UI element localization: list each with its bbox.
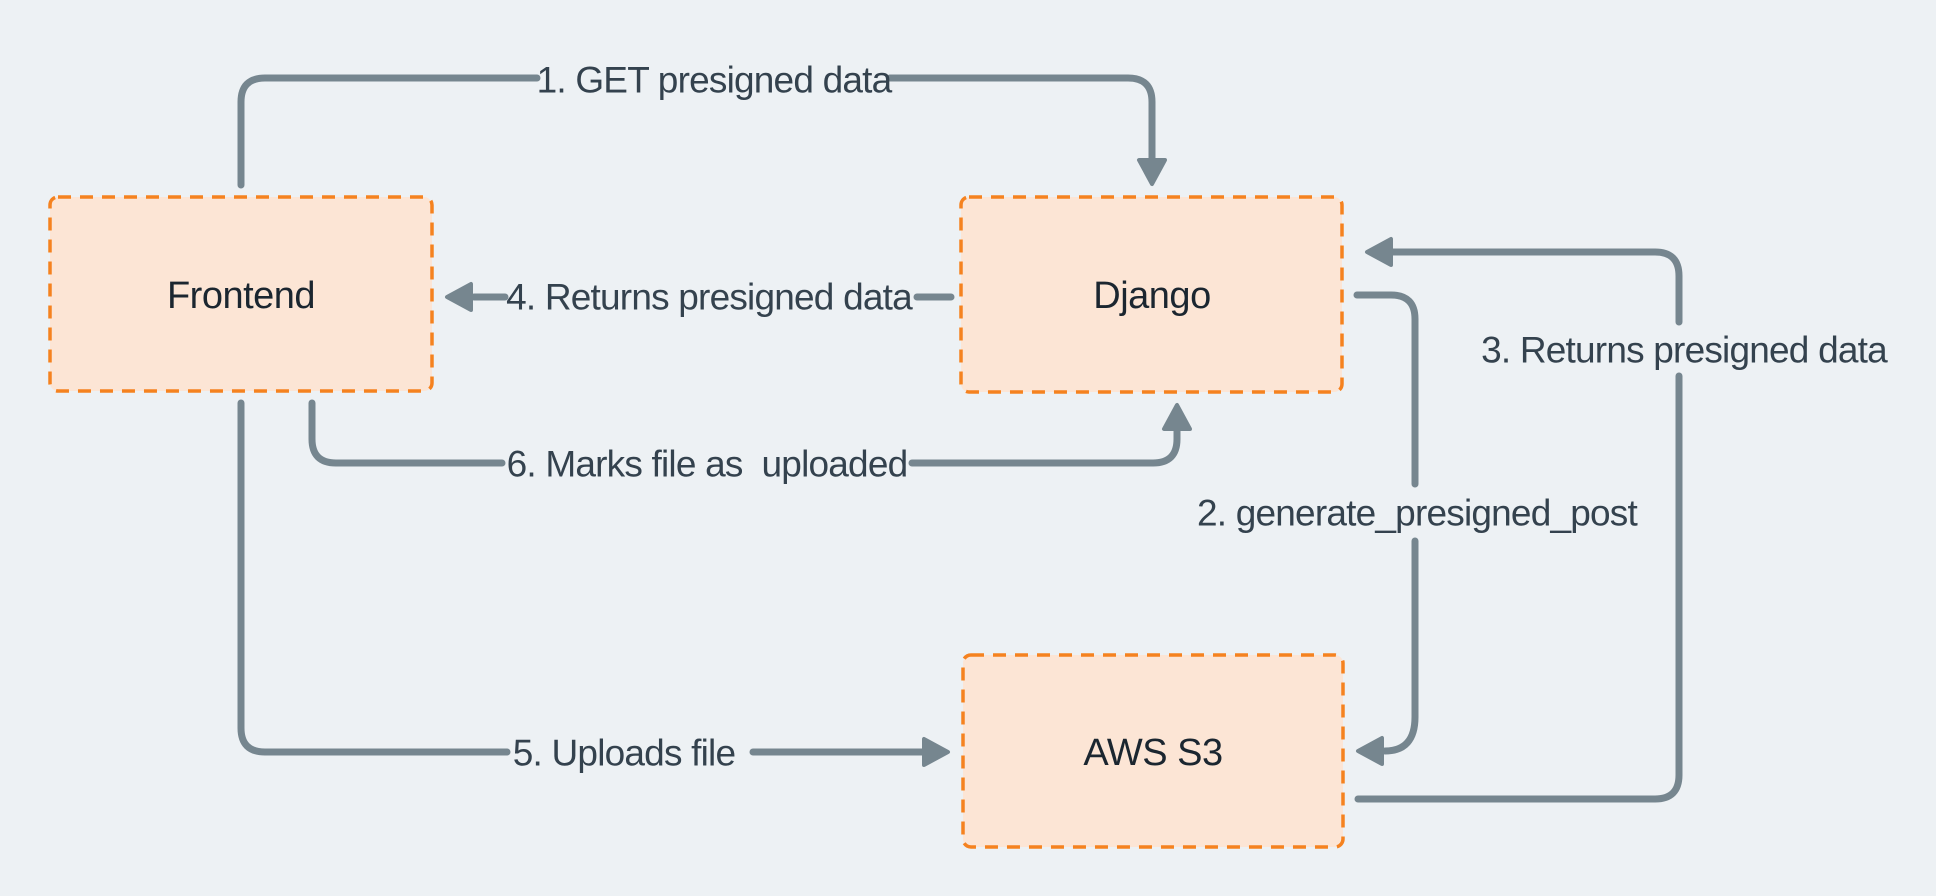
edge-1-arrowhead-down-icon <box>1137 158 1167 186</box>
node-frontend-box <box>48 195 434 393</box>
edge-3-label: 3. Returns presigned data <box>1481 330 1888 371</box>
edge-2-line-start <box>1353 291 1419 488</box>
edge-6-arrowhead-up-icon <box>1162 403 1192 431</box>
edge-3-line-start <box>1354 372 1683 803</box>
edge-6-marks-file-uploaded: 6. Marks file as uploaded <box>308 399 1192 485</box>
node-frontend-label: Frontend <box>167 275 315 317</box>
node-frontend: Frontend <box>48 195 434 393</box>
edge-1-line-start <box>237 74 541 189</box>
edge-4-returns-presigned-data: 4. Returns presigned data <box>445 277 955 318</box>
edge-4-arrowhead-left-icon <box>445 282 473 312</box>
node-aws-s3-label: AWS S3 <box>1083 732 1222 774</box>
edge-1-line-end <box>886 74 1156 162</box>
edge-2-generate-presigned-post: 2. generate_presigned_post <box>1197 291 1639 766</box>
edge-2-label: 2. generate_presigned_post <box>1197 493 1639 534</box>
edge-6-line-start <box>308 399 506 467</box>
node-aws-s3-box <box>961 653 1345 849</box>
node-django-label: Django <box>1093 275 1210 317</box>
node-django: Django <box>959 195 1344 394</box>
node-aws-s3: AWS S3 <box>961 653 1345 849</box>
edge-3-returns-presigned-data: 3. Returns presigned data <box>1354 237 1889 803</box>
edge-5-arrowhead-right-icon <box>922 737 950 767</box>
edge-6-label: 6. Marks file as uploaded <box>507 444 908 485</box>
edge-2-line-end <box>1381 537 1419 755</box>
edge-2-arrowhead-left-icon <box>1356 736 1384 766</box>
edge-5-line-start <box>237 399 511 756</box>
node-django-box <box>959 195 1344 394</box>
edge-6-line-end <box>908 427 1181 467</box>
edge-5-label: 5. Uploads file <box>513 733 735 774</box>
edge-3-line-end <box>1389 248 1683 326</box>
edge-1-label: 1. GET presigned data <box>537 60 893 101</box>
edge-5-uploads-file: 5. Uploads file <box>237 399 950 774</box>
edge-3-arrowhead-left-icon <box>1365 237 1393 267</box>
edge-1-get-presigned-data: 1. GET presigned data <box>237 60 1167 189</box>
edge-4-label: 4. Returns presigned data <box>506 277 913 318</box>
